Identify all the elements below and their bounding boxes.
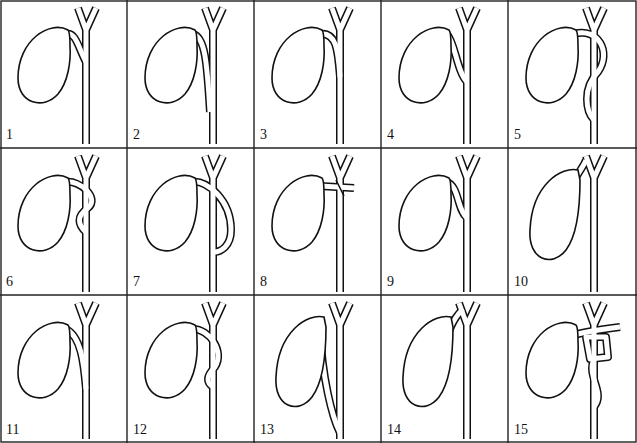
callout-number: 10 bbox=[513, 275, 529, 289]
duct-variant bbox=[145, 156, 231, 292]
callout-number: 1 bbox=[5, 128, 14, 142]
duct-variant bbox=[18, 8, 96, 144]
duct-variant bbox=[145, 8, 223, 144]
duct-variant bbox=[526, 303, 620, 439]
callout-number: 2 bbox=[132, 128, 141, 142]
callout-number: 7 bbox=[132, 275, 141, 289]
duct-variant bbox=[530, 156, 604, 292]
duct-variant bbox=[272, 156, 354, 292]
callout-number: 13 bbox=[259, 423, 275, 437]
duct-variant bbox=[399, 156, 477, 292]
duct-variant bbox=[399, 8, 477, 144]
duct-variant bbox=[403, 303, 477, 439]
callout-number: 11 bbox=[5, 423, 20, 437]
duct-variant bbox=[526, 8, 604, 144]
callout-number: 3 bbox=[259, 128, 268, 142]
callout-number: 4 bbox=[386, 128, 395, 142]
callout-number: 5 bbox=[513, 128, 522, 142]
callout-number: 9 bbox=[386, 275, 395, 289]
callout-number: 12 bbox=[132, 423, 148, 437]
duct-variant bbox=[276, 303, 350, 439]
callout-number: 8 bbox=[259, 275, 268, 289]
callout-number: 14 bbox=[386, 423, 402, 437]
duct-variant bbox=[272, 8, 350, 144]
callout-number: 6 bbox=[5, 275, 14, 289]
callout-number: 15 bbox=[513, 423, 529, 437]
duct-variant bbox=[18, 303, 96, 439]
duct-variant bbox=[18, 156, 96, 292]
duct-variant bbox=[145, 303, 223, 439]
